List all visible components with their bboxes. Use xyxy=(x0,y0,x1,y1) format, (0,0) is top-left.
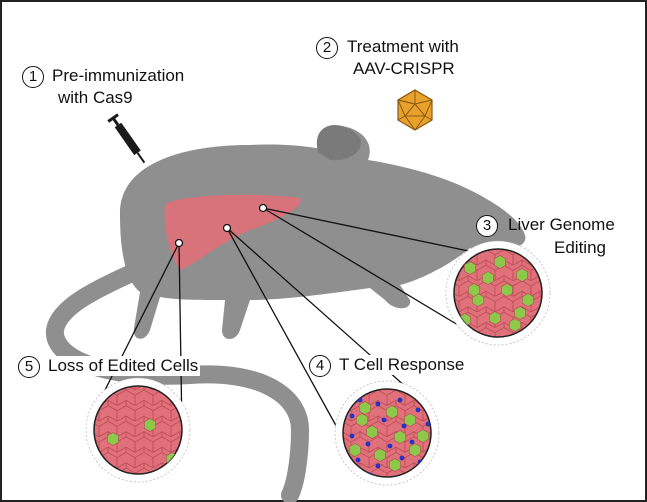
edited-cell xyxy=(359,401,371,415)
edited-cell xyxy=(386,405,398,419)
edited-cell xyxy=(509,318,521,332)
step-3-label-line2: Editing xyxy=(554,238,606,257)
edited-cell xyxy=(389,458,401,472)
t-cell xyxy=(375,463,381,469)
t-cell xyxy=(349,413,355,419)
liver-tissue-cell-loss xyxy=(85,377,191,483)
edited-cell xyxy=(482,271,494,285)
edited-cell xyxy=(404,413,416,427)
t-cell xyxy=(381,417,387,423)
step-2-label-line1: Treatment with xyxy=(347,37,459,56)
edited-cell xyxy=(349,443,361,457)
t-cell xyxy=(349,433,355,439)
step-1-number: 1 xyxy=(22,66,44,88)
t-cell xyxy=(415,407,421,413)
edited-cell xyxy=(394,430,406,444)
t-cell xyxy=(375,401,381,407)
step-2-number: 2 xyxy=(316,37,338,59)
edited-cell xyxy=(366,425,378,439)
step-5-number: 5 xyxy=(18,356,40,378)
t-cell xyxy=(425,421,431,427)
step-4-label: T Cell Response xyxy=(337,355,467,375)
syringe-icon xyxy=(107,113,146,164)
t-cell xyxy=(401,423,407,429)
edited-cell xyxy=(468,283,480,297)
t-cell xyxy=(409,439,415,445)
edited-cell xyxy=(489,311,501,325)
t-cell xyxy=(365,441,371,447)
liver-sample-point xyxy=(174,238,184,248)
liver-tissue-editing xyxy=(445,240,551,346)
t-cell xyxy=(387,443,393,449)
t-cell xyxy=(397,397,403,403)
edited-cell xyxy=(464,261,476,275)
step-4-number: 4 xyxy=(309,355,331,377)
edited-cell xyxy=(356,413,368,427)
aav-virus-icon xyxy=(396,89,433,131)
edited-cell xyxy=(514,306,526,320)
mouse-body xyxy=(119,126,526,339)
edited-cell xyxy=(144,418,156,432)
step-2-label-line2: AAV-CRISPR xyxy=(353,59,455,78)
edited-cell xyxy=(501,283,513,297)
mouse-ear xyxy=(316,125,361,161)
edited-cell xyxy=(516,268,528,282)
t-cell xyxy=(399,455,405,461)
edited-cell xyxy=(522,293,534,307)
liver-tissue-t-cell-response xyxy=(334,380,440,486)
step-1-label-line2: with Cas9 xyxy=(58,88,133,107)
liver-sample-point xyxy=(222,223,232,233)
step-1-label-line1: Pre-immunization xyxy=(52,66,185,85)
step-3-label-line1: Liver Genome xyxy=(508,215,615,234)
step-3-number: 3 xyxy=(476,215,498,237)
liver-sample-point xyxy=(258,203,268,213)
step-5-label: Loss of Edited Cells xyxy=(46,356,201,376)
edited-cell xyxy=(107,432,119,446)
connector-lines xyxy=(99,207,479,443)
edited-cell xyxy=(472,293,484,307)
edited-cell xyxy=(409,443,421,457)
t-cell xyxy=(355,457,361,463)
edited-cell xyxy=(374,448,386,462)
edited-cell xyxy=(417,429,429,443)
edited-cell xyxy=(494,255,506,269)
